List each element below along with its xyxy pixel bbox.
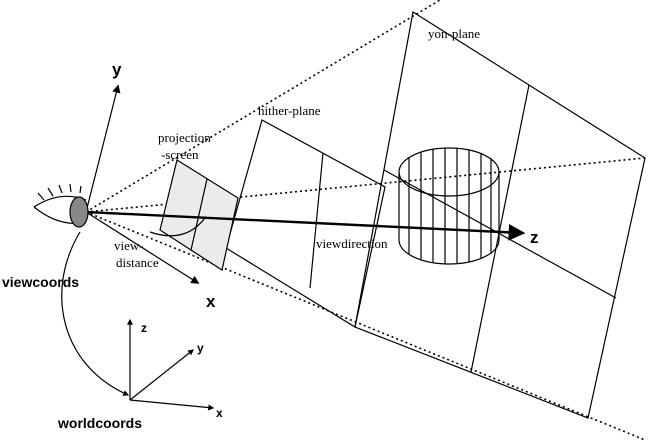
view-z-axis (85, 210, 526, 241)
hither-plane-label: hither-plane (258, 103, 321, 118)
eye-icon (33, 183, 89, 228)
world-y-label: y (197, 341, 204, 355)
view-y-label: y (112, 60, 122, 79)
yon-plane-label: yon-plane (428, 26, 480, 41)
eyelashes (37, 183, 82, 201)
world-y-axis (129, 349, 194, 401)
view-x-label: x (206, 292, 216, 311)
view-distance-arc (149, 217, 206, 237)
frustum-edge-bottom (85, 211, 646, 441)
view-x-axis (85, 211, 200, 284)
view-axes: y x z (85, 60, 539, 311)
projection-screen (159, 159, 239, 271)
world-axes: z y x (127, 318, 223, 420)
hither-plane (225, 119, 386, 328)
frustum-edge-top (85, 0, 441, 213)
world-z-label: z (141, 321, 147, 335)
projection-screen-label-1: projection (158, 130, 211, 145)
eye-pupil (69, 196, 89, 228)
view-distance-label-2: distance (116, 255, 159, 270)
cylinder-object (398, 147, 500, 265)
yon-plane-midline-vertical (470, 84, 530, 373)
view-z-label: z (530, 228, 539, 247)
view-y-axis (85, 84, 121, 213)
frustum-edge-right (85, 157, 646, 213)
yon-plane (354, 11, 646, 419)
cylinder-bottom-arc (398, 239, 500, 265)
yon-plane-midline-horizontal (383, 169, 617, 299)
viewcoords-label: viewcoords (2, 274, 79, 290)
hither-plane-midline-vertical (309, 152, 324, 289)
projection-screen-label-2: -screen (161, 147, 199, 162)
projection-screen-midline (190, 178, 208, 251)
frustum-edges (85, 0, 646, 441)
transform-arrow (61, 231, 130, 396)
yon-plane-outline (354, 11, 646, 419)
world-x-label: x (216, 406, 223, 420)
cylinder-ribs (408, 148, 492, 264)
worldcoords-label: worldcoords (57, 415, 142, 431)
hither-plane-outline (225, 119, 386, 328)
world-x-axis (129, 399, 215, 411)
viewdirection-label: viewdirection (316, 236, 388, 251)
view-distance-label-1: view- (114, 238, 144, 253)
cylinder-top-ellipse (398, 147, 500, 197)
labels: yon-plane hither-plane projection -scree… (2, 26, 480, 431)
